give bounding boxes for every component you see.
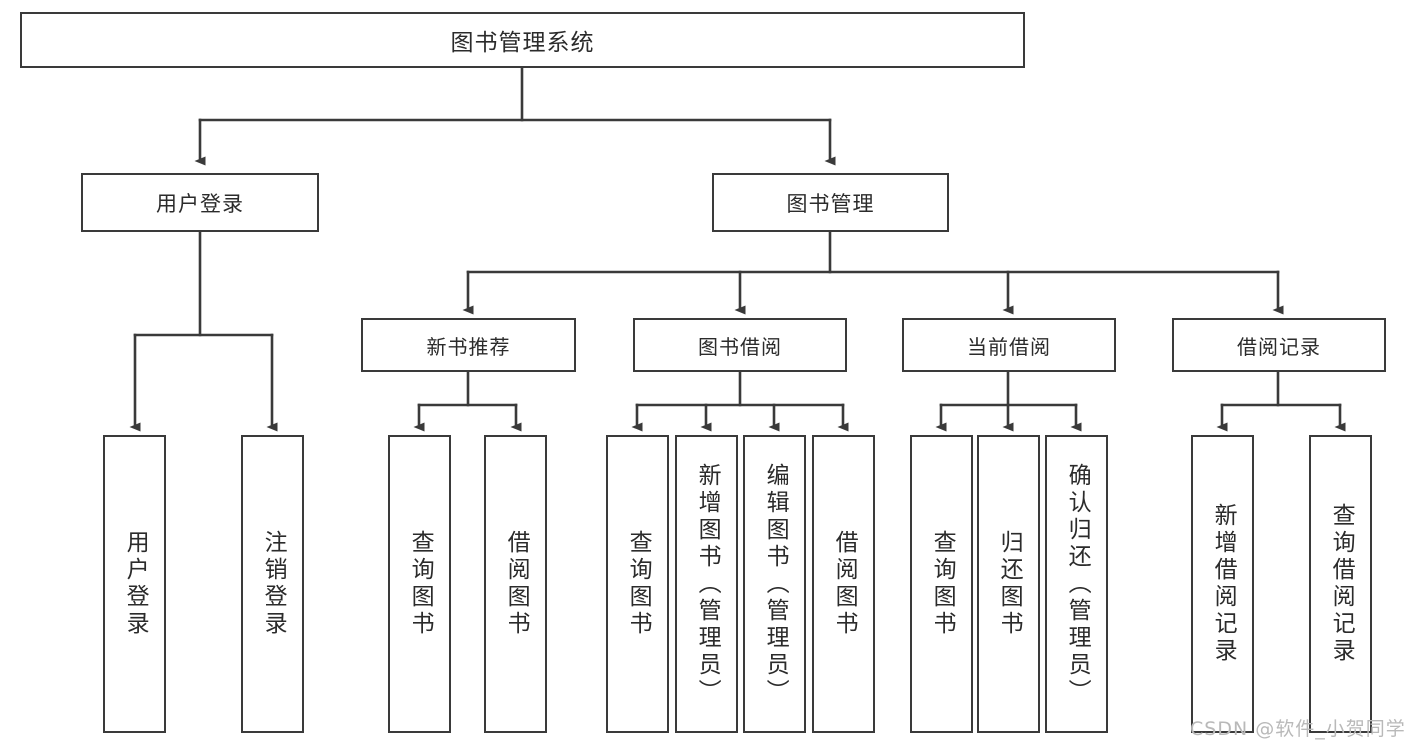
leaf-query-book-current[interactable]: 查询图书 bbox=[910, 435, 973, 733]
leaf-logout[interactable]: 注销登录 bbox=[241, 435, 304, 733]
leaf-borrow-book[interactable]: 借阅图书 bbox=[812, 435, 875, 733]
leaf-query-borrow-record[interactable]: 查询借阅记录 bbox=[1309, 435, 1372, 733]
leaf-return-book[interactable]: 归还图书 bbox=[977, 435, 1040, 733]
node-new-book-recommend[interactable]: 新书推荐 bbox=[361, 318, 576, 372]
node-label: 图书管理 bbox=[786, 191, 875, 216]
leaf-confirm-return-admin[interactable]: 确认归还（管理员） bbox=[1045, 435, 1108, 733]
node-label: 查询图书 bbox=[929, 530, 956, 638]
node-label: 图书借阅 bbox=[698, 334, 782, 359]
node-label: 编辑图书（管理员） bbox=[762, 462, 789, 706]
node-label: 归还图书 bbox=[996, 530, 1023, 638]
node-label: 借阅图书 bbox=[831, 530, 858, 638]
node-root-book-management-system[interactable]: 图书管理系统 bbox=[20, 12, 1025, 68]
node-label: 查询图书 bbox=[407, 530, 434, 638]
node-book-borrow[interactable]: 图书借阅 bbox=[633, 318, 847, 372]
node-label: 新书推荐 bbox=[426, 334, 511, 359]
node-label: 新增图书（管理员） bbox=[694, 462, 721, 706]
node-current-borrow[interactable]: 当前借阅 bbox=[902, 318, 1116, 372]
leaf-user-login[interactable]: 用户登录 bbox=[103, 435, 166, 733]
node-label: 注销登录 bbox=[260, 530, 287, 638]
node-label: 借阅图书 bbox=[503, 530, 530, 638]
leaf-query-book-borrow[interactable]: 查询图书 bbox=[606, 435, 669, 733]
node-label: 用户登录 bbox=[122, 530, 149, 638]
leaf-add-borrow-record[interactable]: 新增借阅记录 bbox=[1191, 435, 1254, 733]
node-label: 确认归还（管理员） bbox=[1064, 462, 1091, 706]
leaf-borrow-book-new[interactable]: 借阅图书 bbox=[484, 435, 547, 733]
node-label: 查询借阅记录 bbox=[1328, 503, 1355, 665]
csdn-watermark: CSDN @软件_小贺同学 bbox=[1190, 718, 1405, 740]
node-label: 用户登录 bbox=[156, 191, 244, 216]
node-user-login[interactable]: 用户登录 bbox=[81, 173, 319, 232]
node-label: 当前借阅 bbox=[967, 334, 1051, 359]
leaf-query-book-new[interactable]: 查询图书 bbox=[388, 435, 451, 733]
node-book-management[interactable]: 图书管理 bbox=[712, 173, 949, 232]
node-borrow-record[interactable]: 借阅记录 bbox=[1172, 318, 1386, 372]
leaf-add-book-admin[interactable]: 新增图书（管理员） bbox=[675, 435, 738, 733]
node-label: 查询图书 bbox=[625, 530, 652, 638]
node-label: 新增借阅记录 bbox=[1210, 503, 1237, 665]
node-label: 图书管理系统 bbox=[450, 30, 595, 56]
leaf-edit-book-admin[interactable]: 编辑图书（管理员） bbox=[743, 435, 806, 733]
node-label: 借阅记录 bbox=[1237, 334, 1321, 359]
